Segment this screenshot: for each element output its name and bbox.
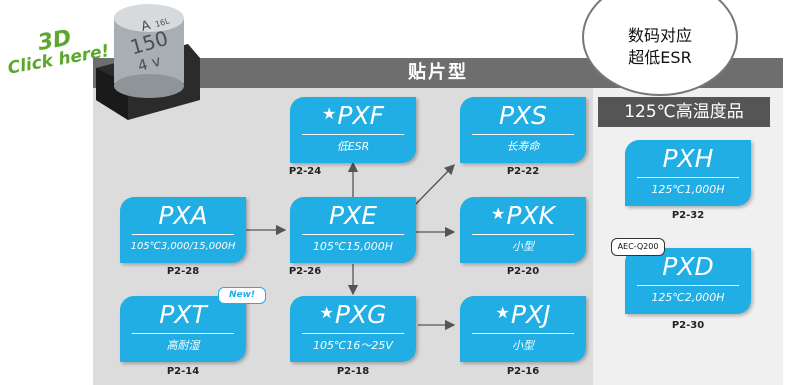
series-spec-pxg: 105℃16～25V [313, 339, 393, 352]
series-pxg[interactable]: ★PXG 105℃16～25V [290, 296, 416, 362]
series-name-pxj: PXJ [510, 300, 551, 329]
page-ref-pxh[interactable]: P2-32 [671, 210, 705, 221]
high-temp-title: 125℃高温度品 [598, 97, 770, 127]
series-name-pxs: PXS [498, 101, 548, 130]
aec-q200-badge: AEC-Q200 [611, 238, 665, 256]
divider [302, 134, 404, 135]
page-ref-pxd[interactable]: P2-30 [671, 320, 705, 331]
star-icon: ★ [495, 303, 510, 322]
page-ref-pxf[interactable]: P2-24 [288, 166, 322, 177]
series-spec-pxj: 小型 [512, 339, 534, 352]
capacitor-marking-2: 16L [154, 16, 171, 29]
page-ref-pxg[interactable]: P2-18 [336, 366, 370, 377]
series-pxt[interactable]: PXT 高耐湿 [120, 296, 246, 362]
divider [472, 234, 574, 235]
page-ref-pxj[interactable]: P2-16 [506, 366, 540, 377]
series-pxh[interactable]: PXH 125℃1,000H [625, 140, 751, 206]
page-ref-pxe[interactable]: P2-26 [288, 266, 322, 277]
series-pxk[interactable]: ★PXK 小型 [460, 197, 586, 263]
series-pxs[interactable]: PXS 长寿命 [460, 97, 586, 163]
series-spec-pxd: 125℃2,000H [651, 291, 725, 304]
series-pxf[interactable]: ★PXF 低ESR [290, 97, 416, 163]
divider [637, 285, 739, 286]
divider [302, 234, 404, 235]
series-name-pxe: PXE [329, 201, 377, 230]
divider [302, 333, 404, 334]
arrow-pxe-pxs [411, 164, 455, 209]
page-ref-pxs[interactable]: P2-22 [506, 166, 540, 177]
series-pxd[interactable]: PXD 125℃2,000H [625, 248, 751, 314]
series-name-pxk: PXK [506, 201, 555, 230]
series-pxe[interactable]: PXE 105℃15,000H [290, 197, 416, 263]
divider [637, 177, 739, 178]
bubble-line-1: 数码对应 [627, 26, 692, 45]
series-spec-pxe: 105℃15,000H [312, 240, 394, 253]
series-spec-pxa: 105℃3,000/15,000H [130, 241, 236, 252]
divider [472, 333, 574, 334]
divider [132, 333, 234, 334]
series-pxj[interactable]: ★PXJ 小型 [460, 296, 586, 362]
capacitor-image[interactable]: A 16L 150 4 v [88, 0, 208, 122]
series-spec-pxf: 低ESR [336, 140, 370, 153]
divider [472, 134, 574, 135]
series-name-pxa: PXA [158, 201, 208, 230]
divider [132, 234, 234, 235]
star-icon: ★ [322, 104, 337, 123]
series-name-pxh: PXH [662, 144, 714, 173]
star-icon: ★ [491, 204, 506, 223]
capacitor-marking-4: 4 v [136, 52, 163, 76]
series-spec-pxt: 高耐湿 [166, 339, 200, 352]
series-name-pxd: PXD [662, 252, 714, 281]
high-temp-panel [593, 88, 783, 385]
series-name-pxg: PXG [334, 300, 387, 329]
series-pxa[interactable]: PXA 105℃3,000/15,000H [120, 197, 246, 263]
series-name-pxf: PXF [337, 101, 384, 130]
series-spec-pxh: 125℃1,000H [651, 183, 725, 196]
bubble-line-2: 超低ESR [628, 48, 692, 67]
page-ref-pxa[interactable]: P2-28 [166, 266, 200, 277]
page-title: 贴片型 [408, 62, 468, 83]
capacitor-marking-1: A [139, 18, 152, 35]
page-ref-pxt[interactable]: P2-14 [166, 366, 200, 377]
series-spec-pxs: 长寿命 [506, 140, 540, 153]
star-icon: ★ [319, 303, 334, 322]
series-name-pxt: PXT [159, 300, 207, 329]
page-ref-pxk[interactable]: P2-20 [506, 266, 540, 277]
feature-bubble [582, 0, 738, 96]
series-spec-pxk: 小型 [512, 240, 534, 253]
new-badge: New! [218, 287, 266, 304]
